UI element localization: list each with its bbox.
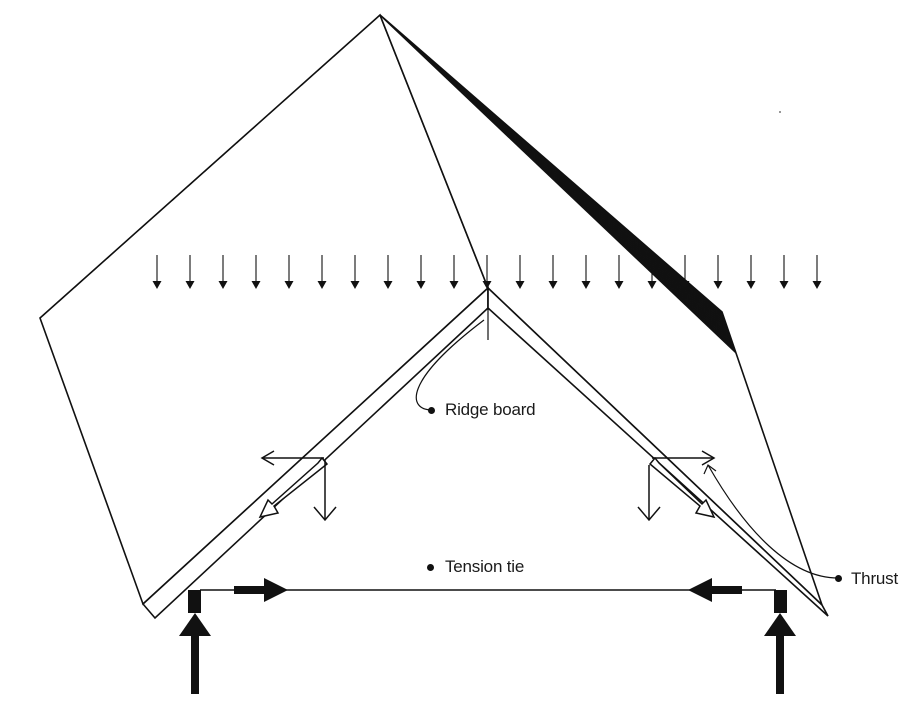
thrust-label: Thrust: [851, 569, 898, 588]
support-reaction-arrows: [179, 613, 796, 694]
right-slope-hatch-line: [380, 15, 777, 391]
right-slope-hatch-line: [391, 22, 803, 413]
tie-tension-arrows: [234, 578, 742, 602]
right-slope-hatch-line: [516, 131, 822, 522]
load-arrow: [647, 255, 657, 289]
right-slope-hatch-line: [380, 15, 769, 384]
load-arrow: [581, 255, 591, 289]
load-arrow: [614, 255, 624, 289]
tension-tie-bullet: [427, 564, 434, 571]
load-arrow: [680, 255, 690, 289]
load-arrow: [812, 255, 822, 289]
left-rafter-thrust-arrow: [258, 456, 329, 519]
left-slope-hatch-line: [349, 15, 488, 43]
load-arrow: [218, 255, 228, 289]
right-slope-hatch-line: [508, 124, 822, 514]
right-slope-hatch-line: [491, 109, 822, 500]
right-slope-hatch-line: [633, 232, 822, 605]
right-slope-hatch-line: [483, 102, 822, 493]
right-wall-post: [774, 590, 787, 613]
load-arrow: [449, 255, 459, 289]
left-wall-post: [188, 590, 201, 613]
load-arrow: [713, 255, 723, 289]
load-arrow: [284, 255, 294, 289]
right-slope-hatch-line: [380, 15, 786, 399]
load-arrow: [383, 255, 393, 289]
right-slope-hatch-line: [641, 240, 822, 605]
right-force-resolution: [637, 450, 716, 522]
load-arrows: [152, 255, 822, 289]
right-slope-hatch-line: [380, 15, 761, 377]
ridge-board-label: Ridge board: [445, 400, 536, 419]
roof-fascia: [141, 286, 829, 620]
right-slope-hatch-line: [383, 15, 794, 406]
load-arrow: [152, 255, 162, 289]
load-arrow: [185, 255, 195, 289]
right-slope-hatch-line: [499, 117, 822, 507]
load-arrow: [746, 255, 756, 289]
left-force-resolution: [258, 450, 337, 522]
right-rafter-thrust-arrow: [648, 456, 716, 519]
load-arrow: [515, 255, 525, 289]
load-arrow: [548, 255, 558, 289]
load-arrow: [779, 255, 789, 289]
ridge-board-bullet: [428, 407, 435, 414]
load-arrow: [251, 255, 261, 289]
load-arrow: [482, 255, 492, 289]
right-slope-hatch-line: [649, 247, 822, 605]
load-arrow: [416, 255, 426, 289]
ridge-board-leader: [415, 319, 485, 411]
tension-tie-label: Tension tie: [445, 557, 525, 576]
load-arrow: [350, 255, 360, 289]
right-slope-hatch-line: [624, 225, 822, 605]
thrust-bullet: [835, 575, 842, 582]
thrust-leader: [707, 464, 839, 579]
load-arrow: [317, 255, 327, 289]
